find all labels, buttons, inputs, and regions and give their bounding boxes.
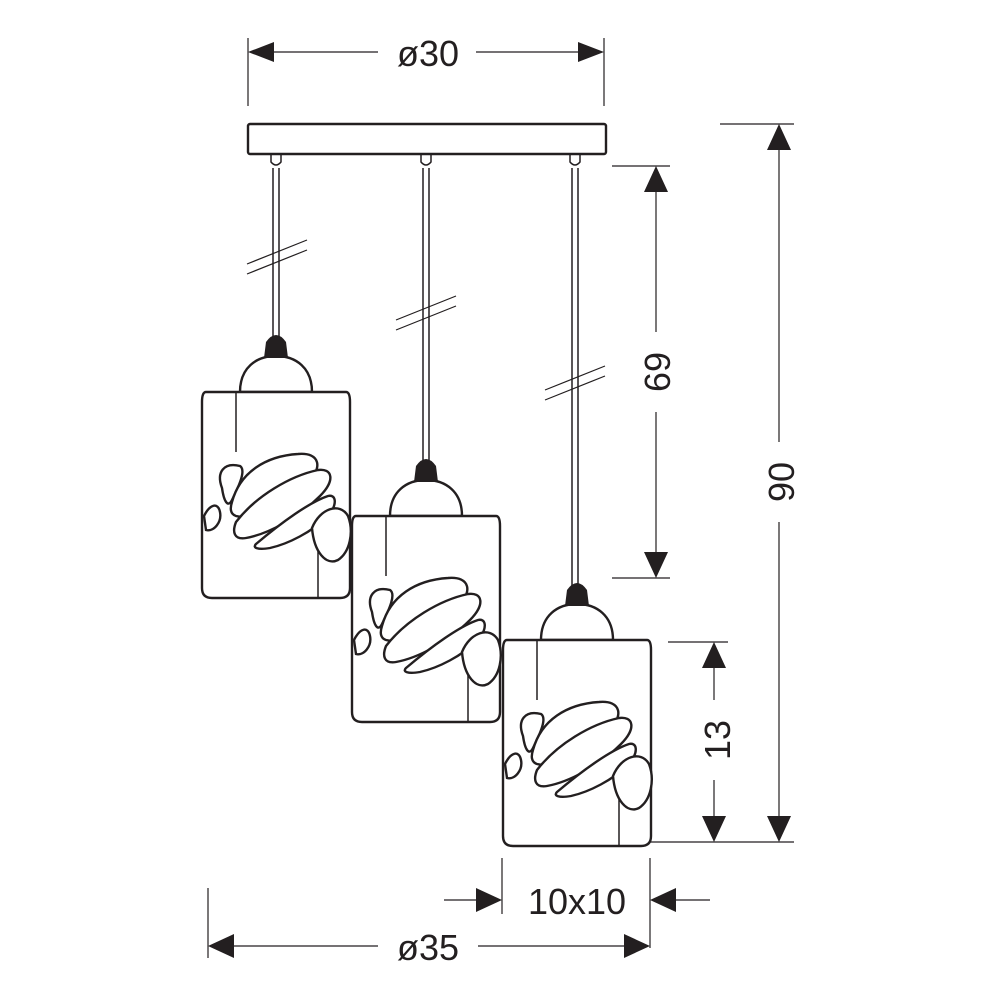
lamp-left [200, 333, 352, 600]
arrow-left-icon [208, 934, 234, 958]
shade-width-label: 10x10 [528, 881, 626, 922]
arrow-left-icon [650, 888, 676, 912]
canopy-diameter-label: ø30 [397, 33, 459, 74]
shade-height-dimension: 13 [668, 641, 738, 842]
shade-width-dimension: 10x10 [444, 858, 710, 948]
total-height-label: 90 [761, 462, 802, 502]
arrow-left-icon [248, 42, 274, 62]
arrow-right-icon [624, 934, 650, 958]
arrow-right-icon [578, 42, 604, 62]
total-diameter-label: ø35 [397, 927, 459, 968]
cable-left [246, 153, 308, 338]
lamp-right [501, 581, 653, 848]
lamp-middle [350, 457, 502, 724]
canopy-diameter-dimension: ø30 [247, 33, 605, 106]
cable-right [544, 153, 606, 586]
arrow-down-icon [644, 552, 668, 578]
total-height-dimension: 90 [650, 123, 802, 843]
cable-length-label: 69 [637, 352, 678, 392]
shade-height-label: 13 [697, 720, 738, 760]
arrow-down-icon [702, 816, 726, 842]
cable-length-dimension: 69 [612, 165, 678, 579]
arrow-right-icon [476, 888, 502, 912]
ceiling-canopy [246, 122, 608, 156]
arrow-up-icon [644, 166, 668, 192]
total-diameter-dimension: ø35 [207, 888, 650, 968]
arrow-up-icon [702, 642, 726, 668]
arrow-down-icon [767, 816, 791, 842]
cable-middle [395, 153, 457, 462]
arrow-up-icon [767, 124, 791, 150]
